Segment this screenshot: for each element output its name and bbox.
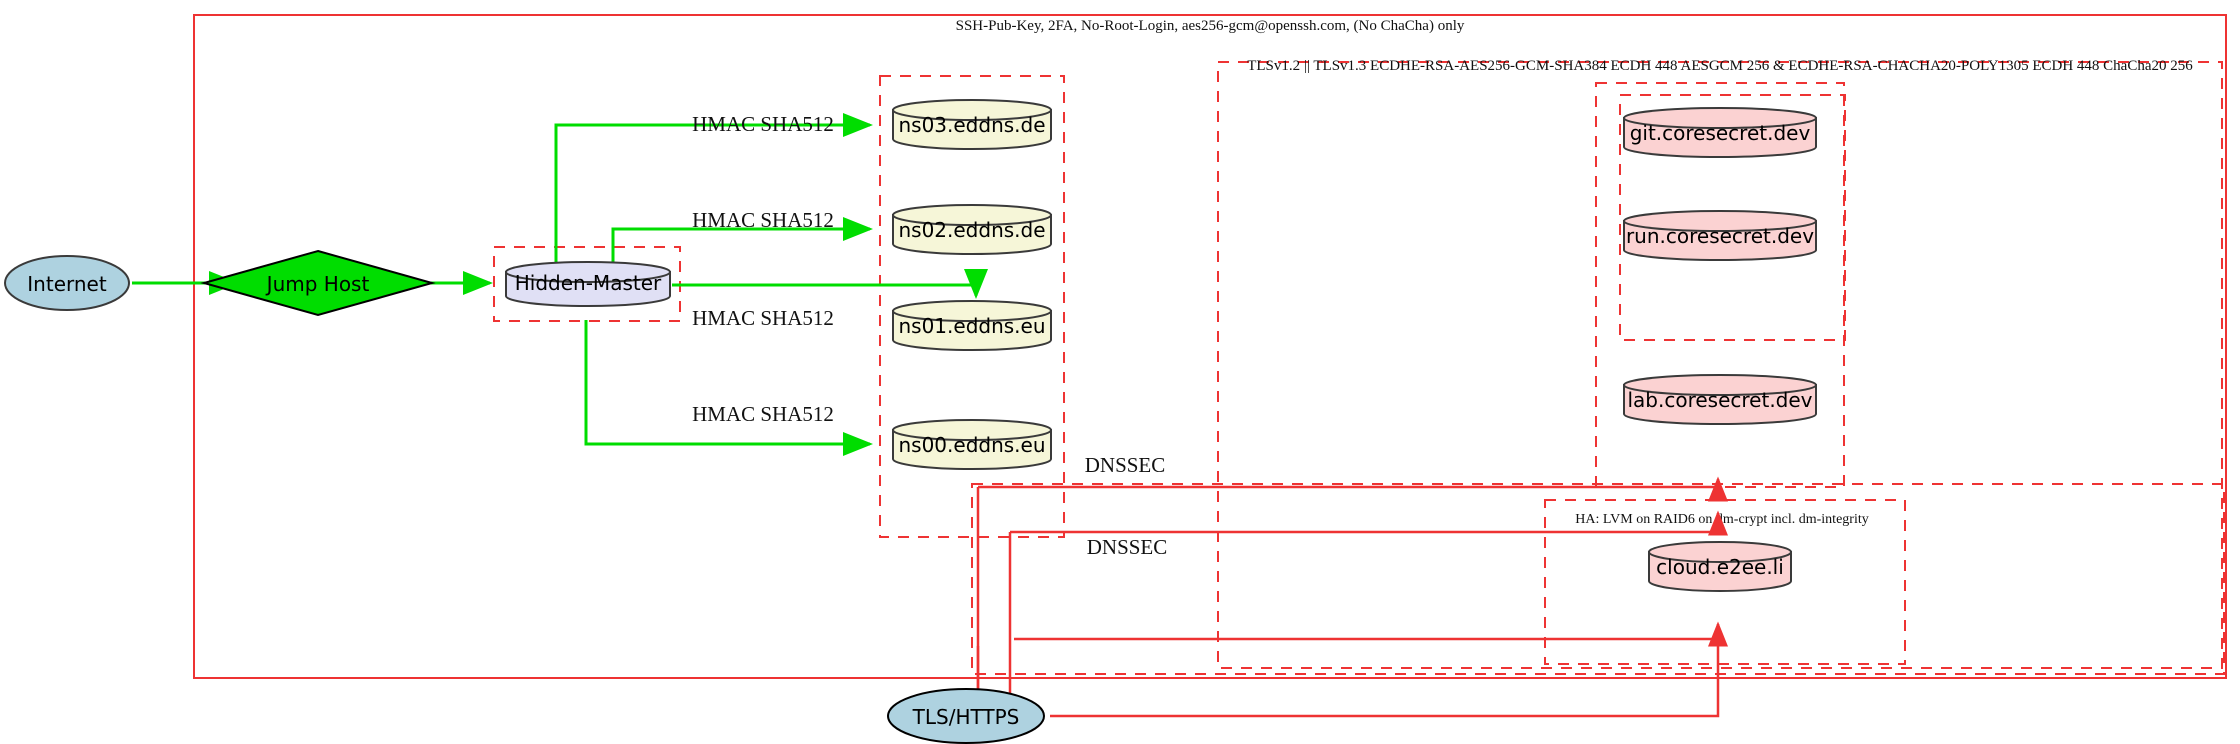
node-ns02[interactable]: ns02.eddns.de (892, 204, 1052, 255)
node-hidden-master-label: Hidden-Master (515, 271, 662, 295)
node-ns01[interactable]: ns01.eddns.eu (892, 300, 1052, 351)
edge-tls-lower-arrow (1014, 621, 1728, 647)
node-run-coresecret-label: run.coresecret.dev (1626, 224, 1814, 248)
edge-label-hmac-ns01: HMAC SHA512 (692, 306, 834, 330)
ssh-boundary-container (193, 14, 2227, 679)
node-run-coresecret[interactable]: run.coresecret.dev (1623, 210, 1817, 261)
node-ns02-label: ns02.eddns.de (898, 218, 1045, 242)
node-lab-coresecret-label: lab.coresecret.dev (1627, 388, 1812, 412)
cloud-boundary-container (971, 483, 2225, 675)
edge-hiddenmaster-to-ns02 (611, 217, 873, 272)
node-ns03-label: ns03.eddns.de (898, 113, 1045, 137)
edge-hiddenmaster-to-ns01 (672, 269, 988, 299)
tls-boundary-container (1217, 61, 2223, 669)
node-internet-label: Internet (27, 272, 107, 296)
edge-label-hmac-ns00: HMAC SHA512 (692, 402, 834, 426)
edge-dnssec-upper (978, 476, 1728, 502)
node-hidden-master[interactable]: Hidden-Master (505, 261, 671, 307)
node-lab-coresecret[interactable]: lab.coresecret.dev (1623, 374, 1817, 425)
node-jump-host[interactable]: Jump Host (200, 249, 436, 317)
node-git-coresecret-label: git.coresecret.dev (1630, 121, 1811, 145)
edge-label-hmac-ns03: HMAC SHA512 (692, 112, 834, 136)
ssh-boundary-label: SSH-Pub-Key, 2FA, No-Root-Login, aes256-… (956, 18, 1465, 34)
node-tls-https-label: TLS/HTTPS (912, 705, 1020, 729)
node-cloud-e2ee[interactable]: cloud.e2ee.li (1648, 541, 1792, 592)
node-ns00[interactable]: ns00.eddns.eu (892, 419, 1052, 470)
edge-label-hmac-ns02: HMAC SHA512 (692, 208, 834, 232)
node-ns03[interactable]: ns03.eddns.de (892, 99, 1052, 150)
tls-boundary-label: TLSv1.2 || TLSv1.3 ECDHE-RSA-AES256-GCM-… (1247, 58, 2193, 74)
edge-label-dnssec-upper: DNSSEC (1085, 453, 1166, 477)
node-ns00-label: ns00.eddns.eu (898, 433, 1045, 457)
node-cloud-e2ee-label: cloud.e2ee.li (1656, 555, 1784, 579)
node-ns01-label: ns01.eddns.eu (898, 314, 1045, 338)
coresecret-inner-boundary-container (1619, 94, 1846, 341)
edge-hiddenmaster-to-ns03 (554, 113, 873, 272)
coresecret-outer-boundary-container (1595, 82, 1845, 488)
edge-label-dnssec-lower: DNSSEC (1087, 535, 1168, 559)
ha-boundary-label: HA: LVM on RAID6 on dm-crypt incl. dm-in… (1575, 512, 1868, 527)
edge-dnssec-lower (1010, 510, 1728, 536)
node-tls-https[interactable]: TLS/HTTPS (887, 688, 1045, 744)
node-git-coresecret[interactable]: git.coresecret.dev (1623, 107, 1817, 158)
node-jump-host-label: Jump Host (265, 272, 370, 296)
edge-hiddenmaster-to-ns00 (584, 320, 873, 456)
node-internet[interactable]: Internet (4, 255, 130, 311)
